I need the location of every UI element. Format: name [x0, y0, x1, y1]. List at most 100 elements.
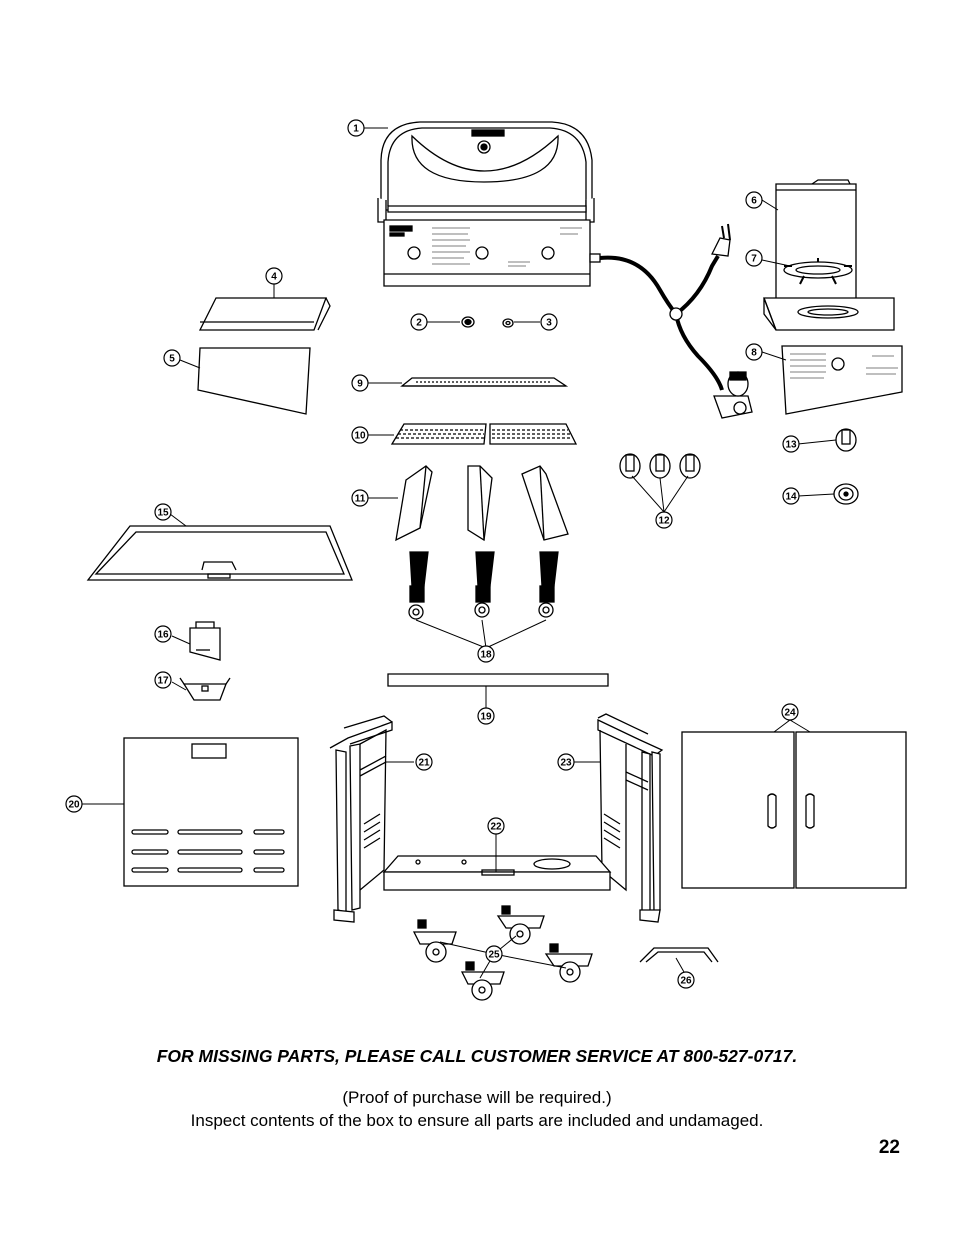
callout-19: 19	[477, 707, 495, 725]
part-25-casters	[412, 905, 593, 1001]
callout-circle	[65, 795, 83, 813]
callout-number: 4	[271, 272, 277, 283]
callout-circle	[410, 313, 428, 331]
part-14-knob-bezel	[833, 483, 859, 505]
callout-13: 13	[782, 435, 800, 453]
part-26-bracket	[639, 947, 719, 963]
callout-22: 22	[487, 817, 505, 835]
callout-circle	[351, 489, 369, 507]
part-18-burners	[408, 551, 559, 620]
callout-6: 6	[745, 191, 763, 209]
callout-8: 8	[745, 343, 763, 361]
callout-circle	[415, 753, 433, 771]
callout-23: 23	[557, 753, 575, 771]
part-5-shelf-front	[197, 347, 311, 415]
part-6-side-burner-lid	[775, 179, 857, 301]
callout-18: 18	[477, 645, 495, 663]
callout-12: 12	[655, 511, 673, 529]
callout-circle	[485, 945, 503, 963]
inspect-contents-line: Inspect contents of the box to ensure al…	[190, 1111, 764, 1130]
callout-circle	[557, 753, 575, 771]
part-8-side-panel	[781, 345, 903, 415]
callout-24: 24	[781, 703, 799, 721]
callout-7: 7	[745, 249, 763, 267]
callout-circle	[347, 119, 365, 137]
callout-circle	[154, 625, 172, 643]
part-19-front-bar	[387, 673, 609, 687]
callout-number: 15	[157, 508, 169, 519]
callout-10: 10	[351, 426, 369, 444]
callout-circle	[677, 971, 695, 989]
callout-21: 21	[415, 753, 433, 771]
callout-number: 12	[658, 516, 670, 527]
part-17-cup-holder	[179, 677, 231, 701]
callout-3: 3	[540, 313, 558, 331]
part-1-grill-head	[377, 121, 595, 287]
part-13-side-burner-knob	[835, 428, 857, 452]
callout-number: 24	[784, 708, 796, 719]
callout-17: 17	[154, 671, 172, 689]
callout-14: 14	[782, 487, 800, 505]
callout-number: 3	[546, 318, 552, 329]
part-22-bottom-shelf	[382, 855, 612, 891]
part-11-heat-tents	[395, 465, 569, 542]
callout-number: 26	[680, 976, 692, 987]
callout-number: 2	[416, 318, 422, 329]
callout-number: 20	[68, 800, 80, 811]
callout-16: 16	[154, 625, 172, 643]
part-15-grease-tray	[86, 525, 353, 581]
gas-hose-regulator	[589, 223, 753, 419]
callout-circle	[540, 313, 558, 331]
callout-circle	[154, 503, 172, 521]
callout-number: 25	[488, 950, 500, 961]
callout-26: 26	[677, 971, 695, 989]
callout-circle	[782, 487, 800, 505]
exploded-parts-diagram: 1234567891011121314151617181920212223242…	[65, 119, 907, 1001]
callout-number: 22	[490, 822, 502, 833]
callout-number: 9	[357, 379, 363, 390]
callout-circle	[477, 645, 495, 663]
page-number: 22	[878, 1137, 900, 1158]
callout-number: 18	[480, 650, 492, 661]
callout-circle	[655, 511, 673, 529]
callout-1: 1	[347, 119, 365, 137]
callout-number: 17	[157, 676, 169, 687]
callout-circle	[154, 671, 172, 689]
callout-number: 16	[157, 630, 169, 641]
callout-circle	[745, 343, 763, 361]
callout-number: 21	[418, 758, 430, 769]
callout-number: 1	[353, 124, 359, 135]
callout-number: 10	[354, 431, 366, 442]
part-10-cooking-grids	[390, 423, 578, 445]
callout-9: 9	[351, 374, 369, 392]
part-24-doors	[681, 731, 907, 889]
callout-number: 19	[480, 712, 492, 723]
part-16-grease-cup	[189, 621, 221, 661]
part-7-burner-grate	[783, 258, 853, 285]
leader-lines	[82, 127, 837, 979]
callout-11: 11	[351, 489, 369, 507]
callout-number: 6	[751, 196, 757, 207]
callout-circle	[781, 703, 799, 721]
callout-2: 2	[410, 313, 428, 331]
callout-circle	[163, 349, 181, 367]
callout-5: 5	[163, 349, 181, 367]
callout-circle	[782, 435, 800, 453]
notice-details: (Proof of purchase will be required.) In…	[0, 1086, 954, 1132]
callout-20: 20	[65, 795, 83, 813]
callout-4: 4	[265, 267, 283, 285]
callout-circle	[745, 249, 763, 267]
part-9-warming-rack	[400, 377, 569, 387]
callout-number: 23	[560, 758, 572, 769]
callout-number: 7	[751, 254, 757, 265]
callout-15: 15	[154, 503, 172, 521]
callout-circle	[351, 374, 369, 392]
callout-number: 14	[785, 492, 797, 503]
part-12-control-knobs	[619, 453, 701, 479]
part-20-back-panel	[123, 737, 299, 887]
callout-circle	[477, 707, 495, 725]
callout-number: 8	[751, 348, 757, 359]
missing-parts-notice: FOR MISSING PARTS, PLEASE CALL CUSTOMER …	[156, 1046, 798, 1066]
part-3-bezel	[502, 318, 514, 328]
